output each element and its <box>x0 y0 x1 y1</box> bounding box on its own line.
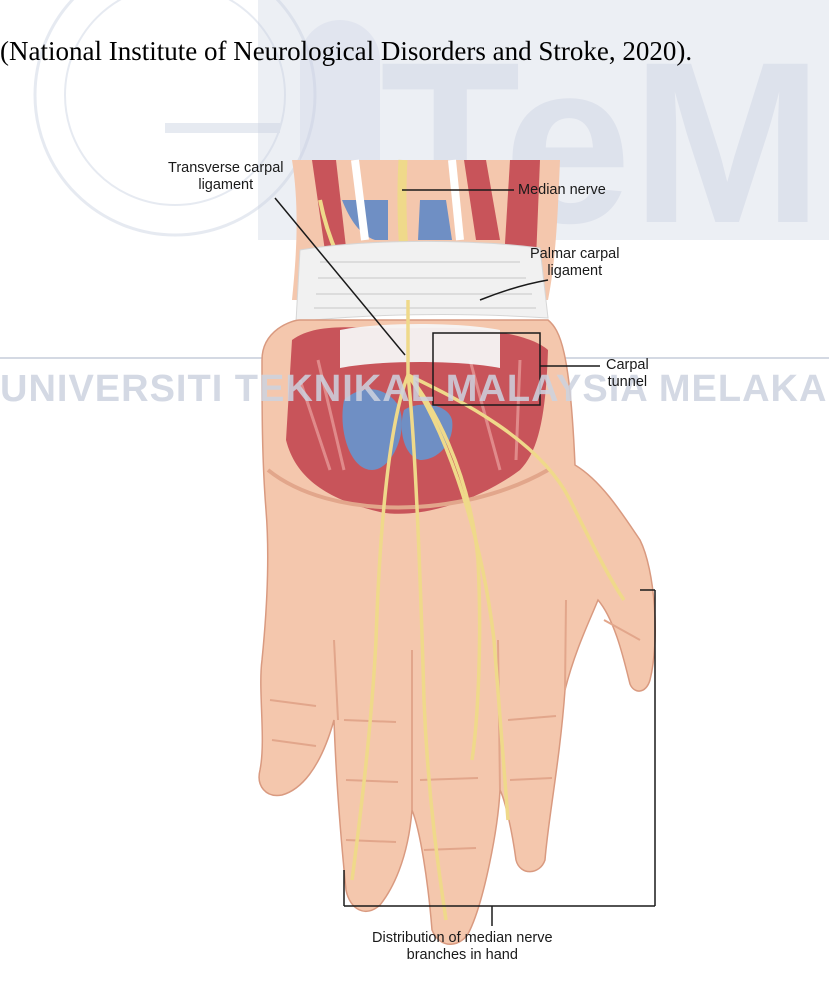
label-transverse-line2: ligament <box>168 177 284 194</box>
label-palmar-line2: ligament <box>530 263 619 280</box>
label-transverse-carpal-ligament: Transverse carpal ligament <box>168 160 284 194</box>
label-distribution-line1: Distribution of median nerve <box>372 930 553 947</box>
label-palmar-line1: Palmar carpal <box>530 246 619 263</box>
label-transverse-line1: Transverse carpal <box>168 160 284 177</box>
figure-citation: (National Institute of Neurological Diso… <box>0 36 829 67</box>
label-carpal-line1: Carpal <box>606 357 649 374</box>
label-median-nerve-text: Median nerve <box>518 182 606 198</box>
label-palmar-carpal-ligament: Palmar carpal ligament <box>530 246 619 280</box>
label-distribution-median-nerve: Distribution of median nerve branches in… <box>372 930 553 964</box>
label-carpal-line2: tunnel <box>606 374 649 391</box>
label-median-nerve: Median nerve <box>518 182 606 199</box>
university-name-text: UNIVERSITI TEKNIKAL MALAYSIA MELAKA <box>0 368 827 411</box>
label-carpal-tunnel: Carpal tunnel <box>606 357 649 391</box>
palmar-carpal-ligament <box>296 241 548 322</box>
label-distribution-line2: branches in hand <box>372 947 553 964</box>
